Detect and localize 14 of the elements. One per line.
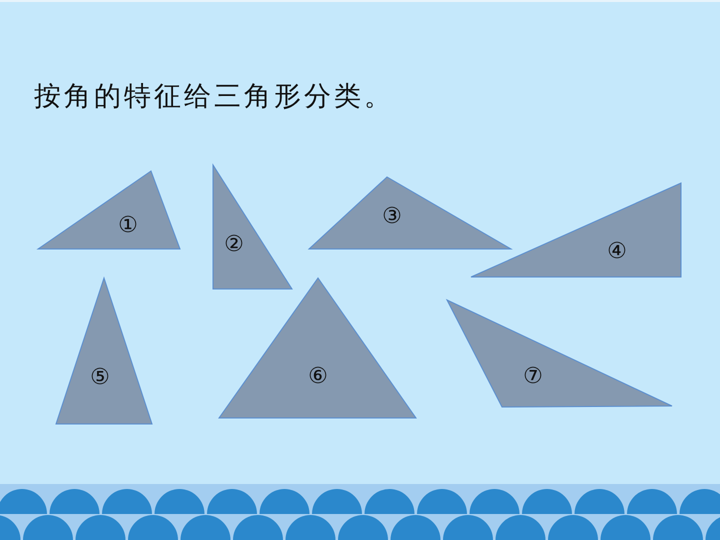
shape-number: ② bbox=[224, 234, 244, 256]
triangle-shape bbox=[471, 183, 681, 277]
shape-number: ① bbox=[118, 215, 138, 237]
shape-number: ③ bbox=[382, 206, 402, 228]
shape-number: ⑥ bbox=[308, 366, 328, 388]
triangle-shape bbox=[309, 177, 511, 249]
triangle-shape bbox=[447, 300, 672, 407]
shape-number: ④ bbox=[607, 241, 627, 263]
shape-number: ⑦ bbox=[523, 366, 543, 388]
triangle-shape bbox=[56, 278, 152, 424]
instruction-text: 按角的特征给三角形分类。 bbox=[34, 80, 394, 113]
shape-number: ⑤ bbox=[90, 367, 110, 389]
triangle-shape bbox=[213, 165, 292, 289]
triangle-shape bbox=[38, 171, 180, 249]
